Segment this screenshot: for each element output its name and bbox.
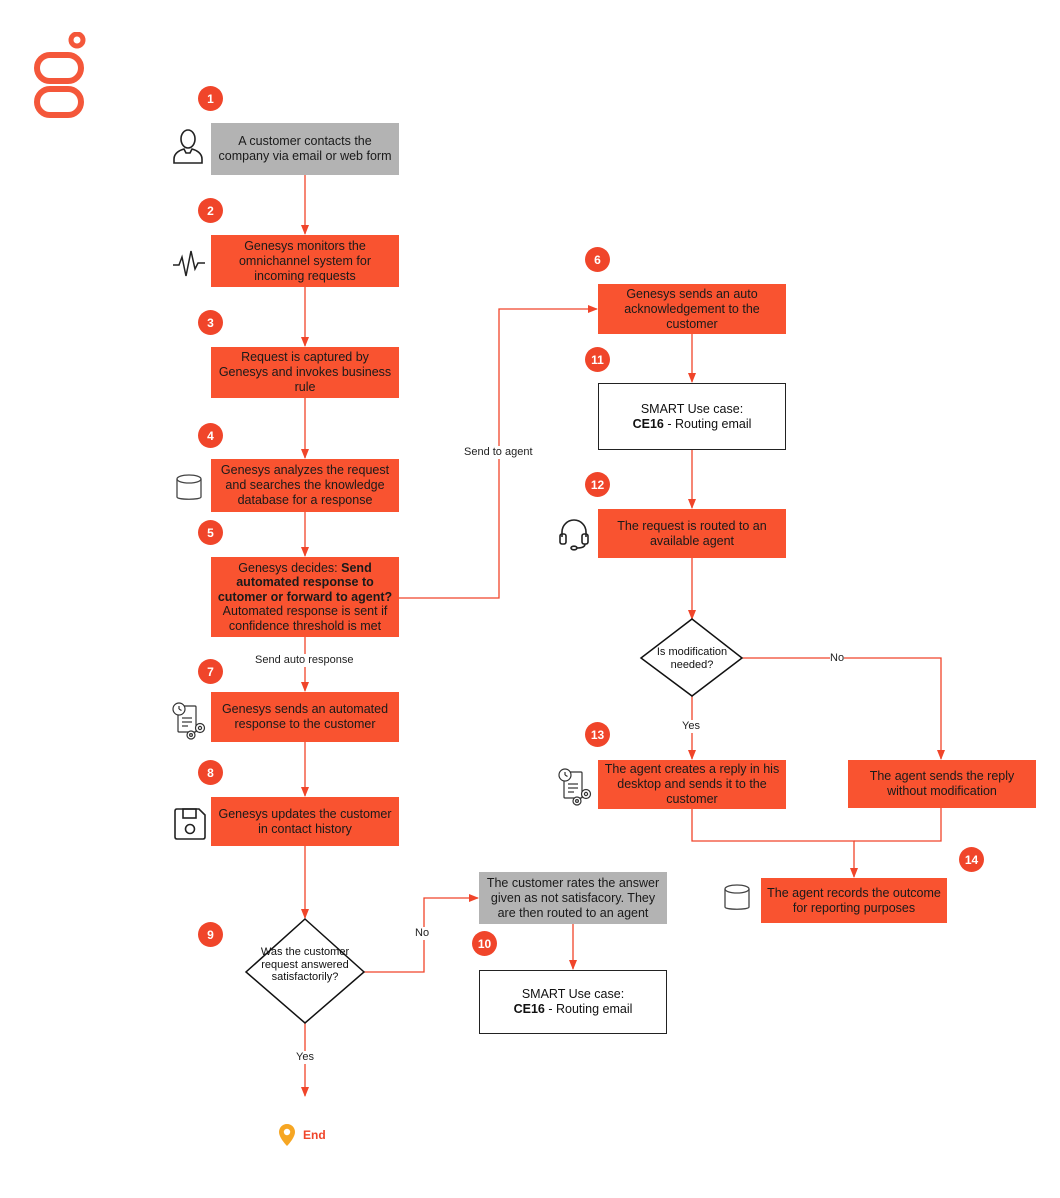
step-badge-7: 7 bbox=[198, 659, 223, 684]
save-icon bbox=[174, 808, 206, 840]
edge-label-no-9: No bbox=[415, 927, 430, 940]
step-badge-2: 2 bbox=[198, 198, 223, 223]
decision-mod-text: Is modification needed? bbox=[656, 646, 728, 671]
step-11-box: SMART Use case:CE16 - Routing email bbox=[598, 383, 786, 450]
step-1-box: A customer contacts the company via emai… bbox=[211, 123, 399, 175]
step-12-box: The request is routed to an available ag… bbox=[598, 509, 786, 558]
document-gear-icon bbox=[558, 768, 592, 806]
step-badge-3: 3 bbox=[198, 310, 223, 335]
step-11-text: SMART Use case:CE16 - Routing email bbox=[632, 401, 752, 431]
step-badge-5: 5 bbox=[198, 520, 223, 545]
step-4-text: Genesys analyzes the request and searche… bbox=[220, 463, 390, 507]
step-badge-10: 10 bbox=[472, 931, 497, 956]
step-badge-13: 13 bbox=[585, 722, 610, 747]
edge-label-yes-mod: Yes bbox=[682, 720, 700, 733]
step-badge-12: 12 bbox=[585, 472, 610, 497]
step-2-box: Genesys monitors the omnichannel system … bbox=[211, 235, 399, 287]
edge-nomod-14 bbox=[854, 808, 942, 842]
step-badge-9: 9 bbox=[198, 922, 223, 947]
pulse-icon bbox=[173, 250, 205, 277]
step-14-text: The agent records the outcome for report… bbox=[767, 885, 941, 915]
step-14-box: The agent records the outcome for report… bbox=[761, 878, 947, 923]
database-icon bbox=[724, 884, 750, 910]
step-5-box: Genesys decides: Send automated response… bbox=[211, 557, 399, 637]
rate-box: The customer rates the answer given as n… bbox=[479, 872, 667, 924]
step-3-box: Request is captured by Genesys and invok… bbox=[211, 347, 399, 398]
step-6-text: Genesys sends an auto acknowledgement to… bbox=[624, 286, 760, 331]
step-1-text: A customer contacts the company via emai… bbox=[218, 134, 392, 163]
step-13-box: The agent creates a reply in his desktop… bbox=[598, 760, 786, 809]
step-10-box: SMART Use case:CE16 - Routing email bbox=[479, 970, 667, 1034]
end-label: End bbox=[303, 1128, 326, 1142]
step-badge-4: 4 bbox=[198, 423, 223, 448]
no-modification-box: The agent sends the reply without modifi… bbox=[848, 760, 1036, 808]
edge-mod-nomod bbox=[742, 657, 945, 760]
edge-label-yes-9: Yes bbox=[296, 1051, 314, 1064]
step-4-box: Genesys analyzes the request and searche… bbox=[211, 459, 399, 512]
decision-mod-shape bbox=[639, 618, 744, 697]
step-12-text: The request is routed to an available ag… bbox=[617, 518, 767, 548]
document-gear-icon bbox=[172, 702, 206, 740]
step-badge-1: 1 bbox=[198, 86, 223, 111]
step-6-box: Genesys sends an auto acknowledgement to… bbox=[598, 284, 786, 334]
step-8-box: Genesys updates the customer in contact … bbox=[211, 797, 399, 846]
decision-9-text: Was the customer request answered satisf… bbox=[260, 946, 350, 983]
location-pin-icon bbox=[279, 1124, 295, 1146]
edge-13-14 bbox=[691, 809, 858, 878]
database-icon bbox=[176, 474, 202, 500]
genesys-logo-icon bbox=[34, 32, 86, 118]
step-badge-14: 14 bbox=[959, 847, 984, 872]
step-5-text: Genesys decides: Send automated response… bbox=[217, 560, 393, 633]
step-13-text: The agent creates a reply in his desktop… bbox=[604, 762, 780, 806]
step-10-text: SMART Use case:CE16 - Routing email bbox=[513, 987, 633, 1016]
edge-label-send-auto: Send auto response bbox=[255, 654, 354, 667]
step-badge-6: 6 bbox=[585, 247, 610, 272]
decision-9-shape bbox=[244, 917, 366, 1024]
step-7-text: Genesys sends an automated response to t… bbox=[221, 702, 389, 731]
edge-label-no-mod: No bbox=[830, 652, 845, 665]
step-3-text: Request is captured by Genesys and invok… bbox=[218, 350, 392, 394]
step-badge-11: 11 bbox=[585, 347, 610, 372]
rate-text: The customer rates the answer given as n… bbox=[486, 875, 660, 920]
step-8-text: Genesys updates the customer in contact … bbox=[218, 806, 392, 836]
step-2-text: Genesys monitors the omnichannel system … bbox=[238, 238, 371, 283]
edge-label-send-to-agent: Send to agent bbox=[464, 446, 533, 459]
user-icon bbox=[173, 129, 203, 164]
headset-icon bbox=[559, 519, 589, 551]
step-badge-8: 8 bbox=[198, 760, 223, 785]
step-7-box: Genesys sends an automated response to t… bbox=[211, 692, 399, 742]
no-modification-text: The agent sends the reply without modifi… bbox=[869, 769, 1015, 798]
